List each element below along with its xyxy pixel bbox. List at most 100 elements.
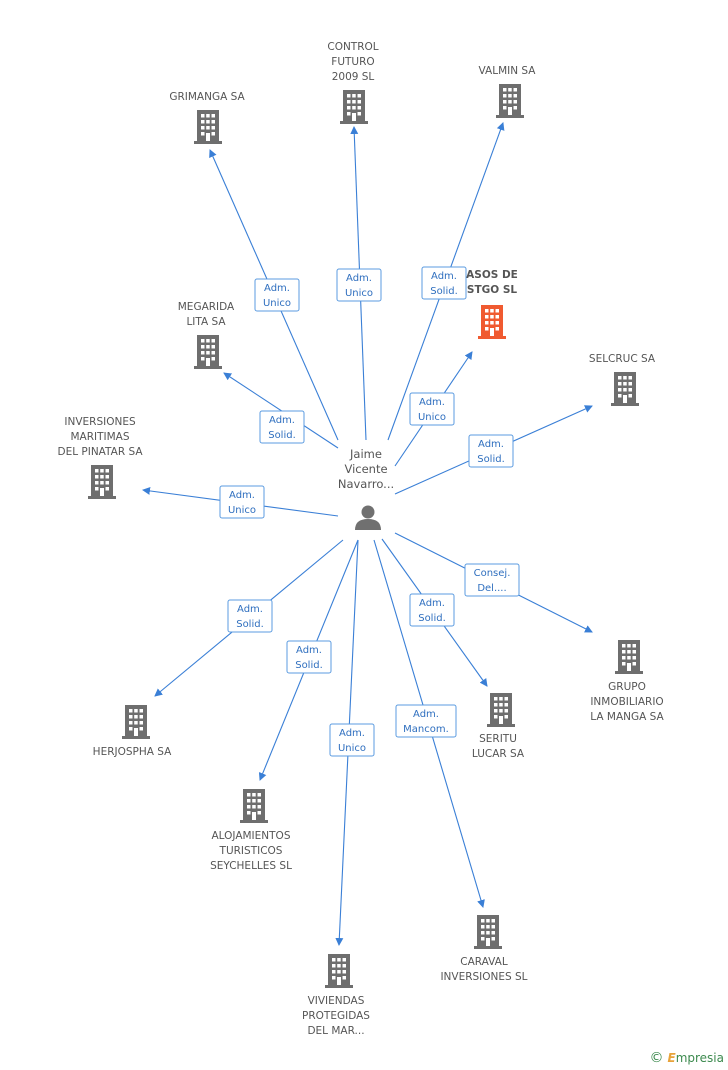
role-label-herjospha[interactable]: Adm. Solid. — [227, 599, 273, 633]
role-label-box — [464, 563, 520, 597]
role-label-text: Unico — [263, 298, 291, 309]
building-icon — [240, 789, 268, 823]
company-node-valmin[interactable]: VALMIN SA — [479, 65, 537, 118]
company-label: INVERSIONES — [64, 416, 136, 428]
company-label: LA MANGA SA — [590, 711, 664, 723]
company-label: MEGARIDA — [178, 301, 235, 313]
empresia-watermark[interactable]: ©Empresia — [649, 1050, 724, 1066]
company-label: GRUPO — [608, 681, 646, 693]
role-label-grupo-inmobiliario[interactable]: Consej.Del.... — [464, 563, 520, 597]
building-icon — [122, 705, 150, 739]
company-node-herjospha[interactable]: HERJOSPHA SA — [93, 705, 172, 758]
role-label-box — [421, 266, 467, 300]
company-label: INVERSIONES SL — [440, 971, 527, 983]
role-label-text: Adm. — [339, 728, 365, 739]
company-label: VALMIN SA — [479, 65, 537, 77]
company-node-control-futuro[interactable]: CONTROL FUTURO 2009 SL — [327, 41, 379, 124]
company-label: SEYCHELLES SL — [210, 860, 292, 872]
building-icon — [88, 465, 116, 499]
company-label: CARAVAL — [460, 956, 508, 968]
company-node-inversiones-maritimas[interactable]: INVERSIONES MARITIMAS DEL PINATAR SA — [57, 416, 143, 499]
company-label: INMOBILIARIO — [590, 696, 663, 708]
person-icon — [355, 505, 381, 530]
role-label-asos-stgo[interactable]: Adm.Unico — [409, 392, 455, 426]
role-label-megarida[interactable]: Adm. Solid. — [259, 410, 305, 444]
copyright-icon: © — [649, 1050, 664, 1066]
role-label-text: Adm. — [296, 645, 322, 656]
company-node-megarida[interactable]: MEGARIDA LITA SA — [178, 301, 235, 369]
role-label-text: Adm. — [229, 490, 255, 501]
role-label-control-futuro[interactable]: Adm. Unico — [336, 268, 382, 302]
role-label-text: Unico — [338, 743, 366, 754]
brand-initial: E — [667, 1051, 676, 1065]
role-label-box — [227, 599, 273, 633]
company-label: CONTROL — [327, 41, 378, 53]
role-label-text: Solid. — [477, 454, 505, 465]
building-icon — [487, 693, 515, 727]
role-label-box — [329, 723, 375, 757]
role-label-text: Solid. — [430, 286, 458, 297]
building-icon — [615, 640, 643, 674]
role-label-text: Adm. — [269, 415, 295, 426]
role-label-text: Adm. — [237, 604, 263, 615]
company-node-grupo-inmobiliario[interactable]: GRUPO INMOBILIARIO LA MANGA SA — [590, 640, 665, 723]
role-label-box — [219, 485, 265, 519]
role-label-caraval[interactable]: Adm.Mancom. — [395, 704, 457, 738]
building-icon — [194, 335, 222, 369]
company-label: MARITIMAS — [70, 431, 129, 443]
company-label: HERJOSPHA SA — [93, 746, 172, 758]
role-label-text: Adm. — [346, 273, 372, 284]
role-label-box — [254, 278, 300, 312]
role-label-text: Consej. — [474, 568, 511, 579]
company-label: FUTURO — [331, 56, 374, 68]
person-label: Navarro... — [338, 477, 394, 491]
building-icon — [340, 90, 368, 124]
company-label: LITA SA — [186, 316, 226, 328]
role-label-text: Unico — [228, 505, 256, 516]
role-label-text: Adm. — [431, 271, 457, 282]
edge-labels-layer: Adm.UnicoAdm.UnicoAdm.Solid.Adm.UnicoAdm… — [219, 266, 520, 757]
building-icon — [194, 110, 222, 144]
company-node-seritu-lucar[interactable]: SERITU LUCAR SA — [472, 693, 525, 760]
building-icon — [325, 954, 353, 988]
nodes-layer: GRIMANGA SA CONTROL FUTURO 2009 SL VALMIN SA… — [57, 41, 664, 1037]
company-label: SERITU — [479, 733, 517, 745]
company-label: LUCAR SA — [472, 748, 525, 760]
role-label-text: Unico — [345, 288, 373, 299]
role-label-box — [409, 392, 455, 426]
role-label-text: Adm. — [264, 283, 290, 294]
role-label-text: Solid. — [236, 619, 264, 630]
role-label-viviendas[interactable]: Adm. Unico — [329, 723, 375, 757]
company-label: TURISTICOS — [219, 845, 283, 857]
role-label-inversiones-maritimas[interactable]: Adm. Unico — [219, 485, 265, 519]
company-label: 2009 SL — [332, 71, 375, 83]
person-label: Jaime — [349, 447, 382, 461]
company-label: ASOS DE — [466, 269, 518, 281]
role-label-grimanga[interactable]: Adm. Unico — [254, 278, 300, 312]
company-node-selcruc[interactable]: SELCRUC SA — [589, 353, 656, 406]
role-label-text: Solid. — [295, 660, 323, 671]
building-icon — [474, 915, 502, 949]
company-node-caraval[interactable]: CARAVAL INVERSIONES SL — [440, 915, 528, 983]
company-label: VIVIENDAS — [308, 995, 365, 1007]
building-icon — [478, 305, 506, 339]
center-node[interactable]: JaimeVicenteNavarro... — [338, 447, 394, 530]
company-label: GRIMANGA SA — [169, 91, 245, 103]
company-node-grimanga[interactable]: GRIMANGA SA — [169, 91, 245, 144]
role-label-text: Adm. — [419, 598, 445, 609]
role-label-box — [336, 268, 382, 302]
company-label: DEL PINATAR SA — [57, 446, 143, 458]
role-label-valmin[interactable]: Adm. Solid. — [421, 266, 467, 300]
role-label-alojamientos[interactable]: Adm. Solid. — [286, 640, 332, 674]
role-label-box — [395, 704, 457, 738]
role-label-text: Adm. — [419, 397, 445, 408]
role-label-text: Solid. — [268, 430, 296, 441]
role-label-box — [286, 640, 332, 674]
role-label-seritu-lucar[interactable]: Adm.Solid. — [409, 593, 455, 627]
brand-name: mpresia — [675, 1051, 724, 1065]
role-label-selcruc[interactable]: Adm.Solid. — [468, 434, 514, 468]
